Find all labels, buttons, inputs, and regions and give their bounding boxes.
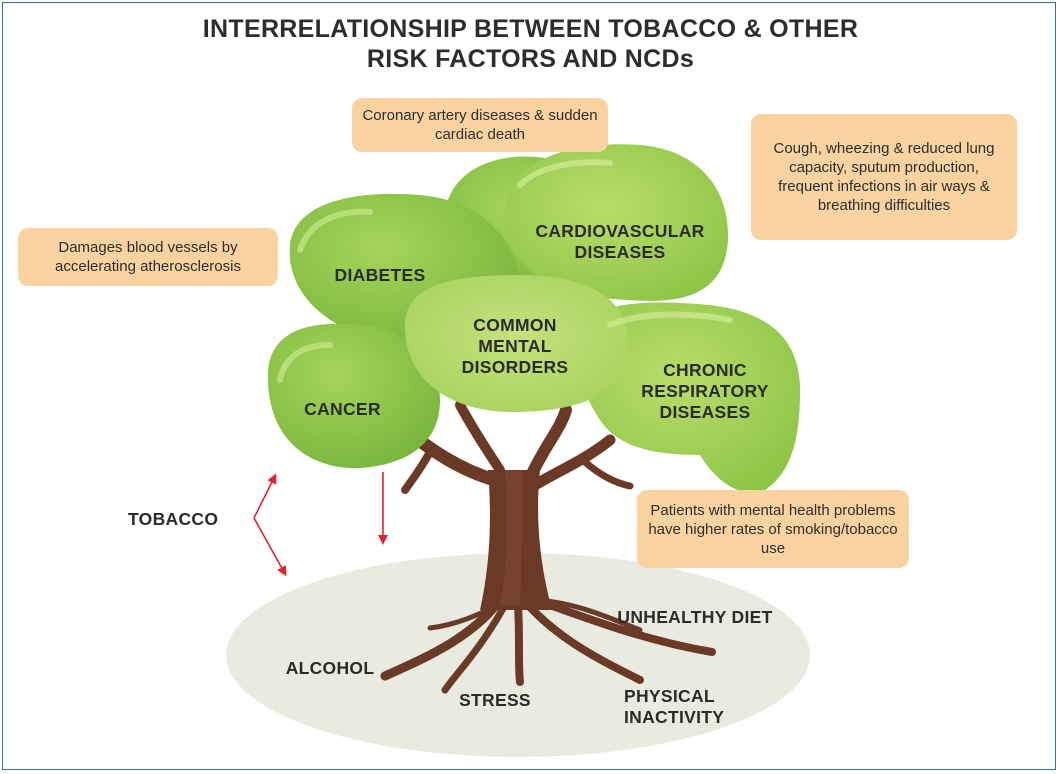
label-inactivity-line-2: INACTIVITY [624, 707, 725, 727]
label-diabetes: DIABETES [334, 265, 426, 285]
label-physical-inactivity: PHYSICAL INACTIVITY [624, 686, 764, 728]
label-mental-line-1: COMMON [473, 315, 557, 335]
title-line-2: RISK FACTORS AND NCDs [366, 45, 695, 73]
label-cardiovascular: CARDIOVASCULAR DISEASES [505, 221, 735, 263]
label-cardio-line-1: CARDIOVASCULAR [535, 221, 705, 241]
tree-canopy [267, 144, 800, 493]
callout-blood-vessels: Damages blood vessels by accelerating at… [18, 228, 278, 286]
label-respiratory-line-2: RESPIRATORY [641, 381, 769, 401]
callout-coronary: Coronary artery diseases & sudden cardia… [352, 98, 608, 152]
label-cardio-line-2: DISEASES [574, 242, 666, 262]
tobacco-arrows [253, 472, 388, 577]
callout-respiratory-symptoms: Cough, wheezing & reduced lung capacity,… [751, 114, 1017, 240]
label-inactivity-line-1: PHYSICAL [624, 686, 715, 706]
label-respiratory-line-1: CHRONIC [663, 360, 747, 380]
label-stress: STRESS [459, 690, 531, 710]
label-alcohol: ALCOHOL [285, 658, 375, 678]
callout-mental-health: Patients with mental health problems hav… [637, 490, 909, 568]
label-tobacco: TOBACCO [128, 509, 219, 529]
diagram-title: INTERRELATIONSHIP BETWEEN TOBACCO & OTHE… [0, 14, 1061, 74]
label-mental-line-3: DISORDERS [461, 357, 569, 377]
label-unhealthy-diet: UNHEALTHY DIET [617, 607, 773, 627]
label-mental-line-2: MENTAL [478, 336, 552, 356]
title-line-1: INTERRELATIONSHIP BETWEEN TOBACCO & OTHE… [202, 15, 859, 43]
label-respiratory: CHRONIC RESPIRATORY DISEASES [625, 360, 785, 423]
label-cancer: CANCER [304, 399, 381, 419]
label-mental-disorders: COMMON MENTAL DISORDERS [440, 315, 590, 378]
label-respiratory-line-3: DISEASES [659, 402, 751, 422]
